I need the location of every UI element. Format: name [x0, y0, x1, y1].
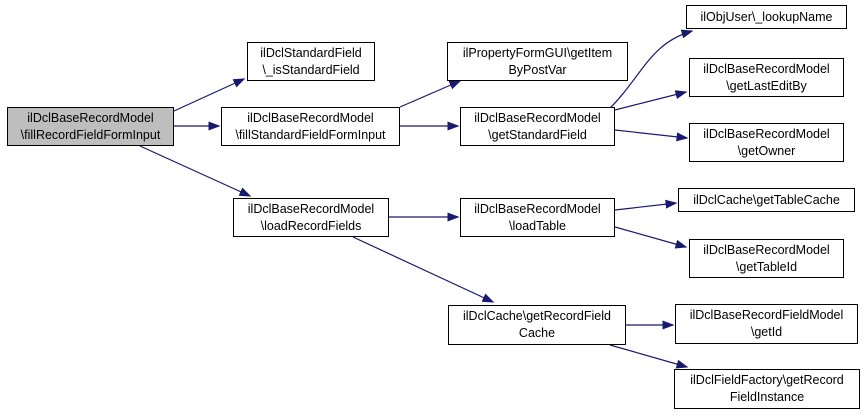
node-fillStandardFieldFormInput[interactable]: ilDclBaseRecordModel \fillStandardFieldFo… — [221, 107, 400, 146]
node-getTableId[interactable]: ilDclBaseRecordModel \getTableId — [689, 239, 844, 278]
edge-fillRecordFieldFormInput-to-loadRecordFields — [139, 145, 252, 197]
node-label: \getLastEditBy — [726, 78, 807, 93]
node-label: ilObjUser\_lookupName — [700, 9, 833, 24]
node-label: ilDclBaseRecordFieldModel — [689, 308, 844, 322]
node-getId[interactable]: ilDclBaseRecordFieldModel \getId — [675, 304, 858, 344]
node-label: ilDclBaseRecordModel — [247, 201, 375, 216]
edges-group — [139, 29, 694, 369]
node-lookupName[interactable]: ilObjUser\_lookupName — [686, 5, 847, 29]
node-label: ilDclBaseRecordModel — [703, 61, 830, 76]
edge-fillStandardFieldFormInput-to-getItemByPostVar — [399, 80, 462, 108]
node-fillRecordFieldFormInput: ilDclBaseRecordModel \fillRecordFieldForm… — [7, 107, 174, 146]
node-getStandardField[interactable]: ilDclBaseRecordModel \getStandardField — [460, 107, 615, 146]
node-label: \fillRecordFieldFormInput — [20, 127, 161, 142]
node-getTableCache[interactable]: ilDclCache\getTableCache — [678, 188, 855, 212]
node-label: FieldInstance — [729, 390, 805, 404]
node-label: ilDclBaseRecordModel — [703, 242, 830, 257]
edge-getRecordFieldCache-to-getRecordFieldInstance — [609, 344, 689, 369]
edge-getStandardField-to-lookupName — [605, 29, 694, 113]
node-label: \fillStandardFieldFormInput — [235, 127, 386, 142]
node-label: ilDclBaseRecordModel — [474, 201, 601, 216]
node-label: ilDclStandardField — [260, 45, 362, 60]
node-loadRecordFields[interactable]: ilDclBaseRecordModel \loadRecordFields — [233, 198, 389, 237]
node-label: \_isStandardField — [262, 62, 360, 77]
node-label: ByPostVar — [508, 62, 567, 77]
edge-loadTable-to-getTableCache — [614, 199, 678, 211]
node-loadTable[interactable]: ilDclBaseRecordModel \loadTable — [460, 198, 615, 237]
node-label: ilDclBaseRecordModel — [247, 110, 374, 125]
node-label: ilPropertyFormGUI\getItem — [462, 45, 613, 60]
node-label: \getStandardField — [488, 127, 587, 142]
node-isStandardField[interactable]: ilDclStandardField \_isStandardField — [247, 42, 375, 81]
node-label: \loadTable — [509, 218, 566, 233]
edge-getStandardField-to-getLastEditBy — [614, 90, 688, 111]
node-label: \getId — [750, 325, 783, 339]
node-label: ilDclFieldFactory\getRecord — [690, 373, 844, 387]
edge-getStandardField-to-getOwner — [614, 129, 689, 142]
node-label: ilDclBaseRecordModel — [474, 110, 601, 125]
node-label: ilDclCache\getTableCache — [693, 192, 840, 207]
node-getOwner[interactable]: ilDclBaseRecordModel \getOwner — [689, 123, 844, 162]
node-label: ilDclBaseRecordModel — [27, 110, 154, 125]
edge-loadRecordFields-to-getRecordFieldCache — [352, 236, 495, 303]
node-label: Cache — [518, 326, 556, 340]
node-label: \getTableId — [735, 259, 798, 274]
node-getLastEditBy[interactable]: ilDclBaseRecordModel \getLastEditBy — [689, 58, 844, 97]
node-label: ilDclCache\getRecordField — [463, 309, 611, 323]
node-label: \loadRecordFields — [260, 218, 362, 233]
node-label: \getOwner — [737, 143, 796, 158]
node-label: ilDclBaseRecordModel — [703, 126, 830, 141]
edge-fillRecordFieldFormInput-to-isStandardField — [173, 78, 246, 112]
edge-loadTable-to-getTableId — [614, 226, 688, 249]
